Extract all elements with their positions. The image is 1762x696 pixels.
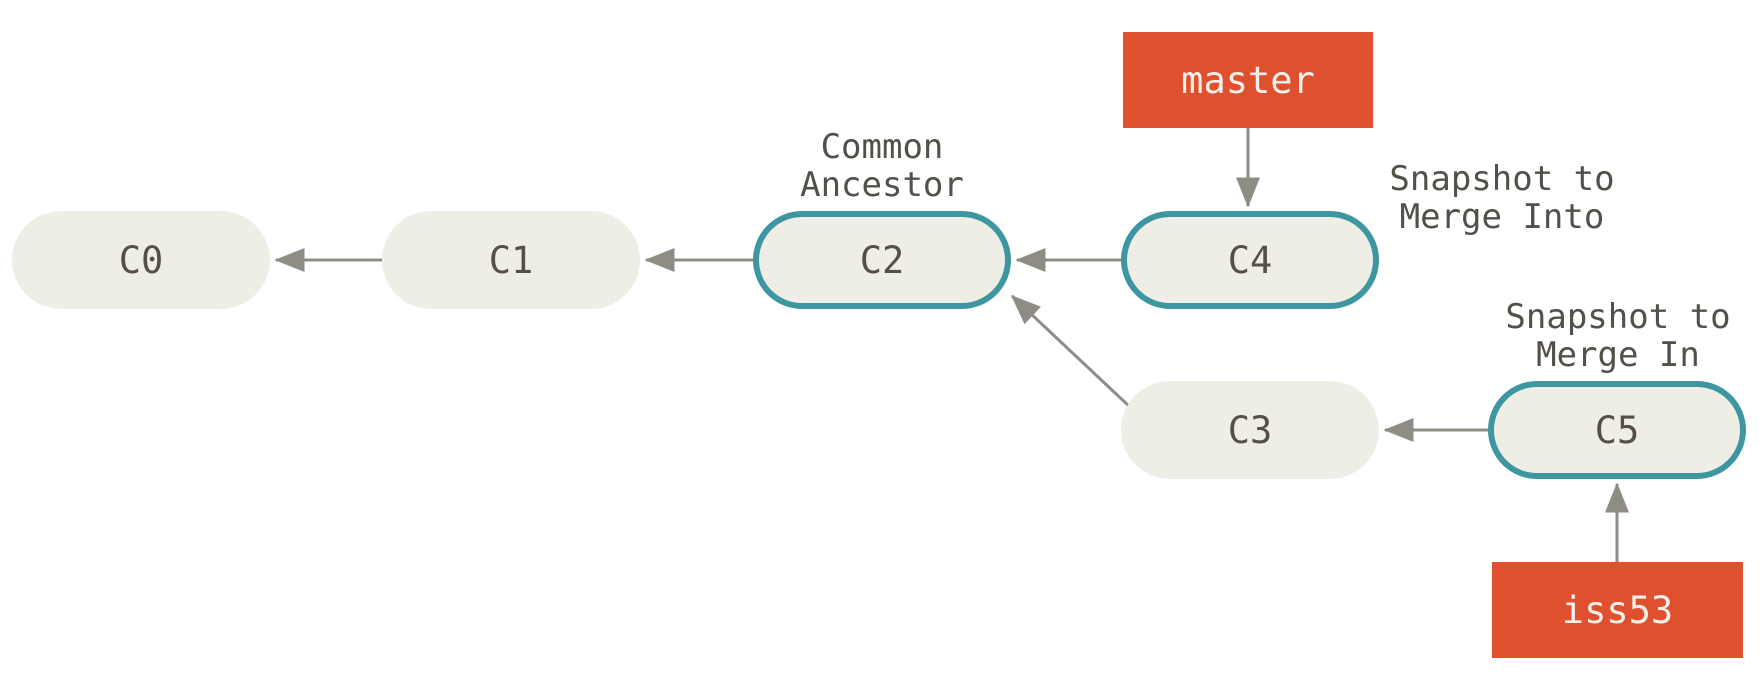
annotation-snapshot-merge-into-line1: Snapshot to <box>1389 159 1615 199</box>
edge-c3-to-c2 <box>1010 294 1132 409</box>
commit-node-c4-merge-into: C4 <box>1121 211 1379 309</box>
commit-label-c1: C1 <box>488 238 534 282</box>
commit-node-c1: C1 <box>382 211 640 309</box>
annotation-snapshot-merge-in-line2: Merge In <box>1536 335 1700 375</box>
commit-node-c5-merge-in: C5 <box>1488 381 1746 479</box>
commit-label-c5: C5 <box>1594 408 1640 452</box>
annotation-snapshot-merge-in: Snapshot to Merge In <box>1418 298 1762 374</box>
branch-label-master: master <box>1181 58 1315 102</box>
branch-pointer-master: master <box>1123 32 1373 128</box>
branch-pointer-iss53: iss53 <box>1492 562 1743 658</box>
commit-node-c3: C3 <box>1121 381 1379 479</box>
commit-label-c4: C4 <box>1227 238 1273 282</box>
annotation-common-ancestor-line1: Common <box>820 127 944 167</box>
commit-label-c0: C0 <box>118 238 164 282</box>
commit-node-c0: C0 <box>12 211 270 309</box>
commit-label-c2: C2 <box>859 238 905 282</box>
commit-label-c3: C3 <box>1227 408 1273 452</box>
annotation-common-ancestor: Common Ancestor <box>682 128 1082 204</box>
annotation-snapshot-merge-into-line2: Merge Into <box>1399 197 1605 237</box>
commit-node-c2-common-ancestor: C2 <box>753 211 1011 309</box>
branch-label-iss53: iss53 <box>1561 588 1674 632</box>
annotation-common-ancestor-line2: Ancestor <box>800 165 964 205</box>
annotation-snapshot-merge-into: Snapshot to Merge Into <box>1302 160 1702 236</box>
annotation-snapshot-merge-in-line1: Snapshot to <box>1505 297 1731 337</box>
